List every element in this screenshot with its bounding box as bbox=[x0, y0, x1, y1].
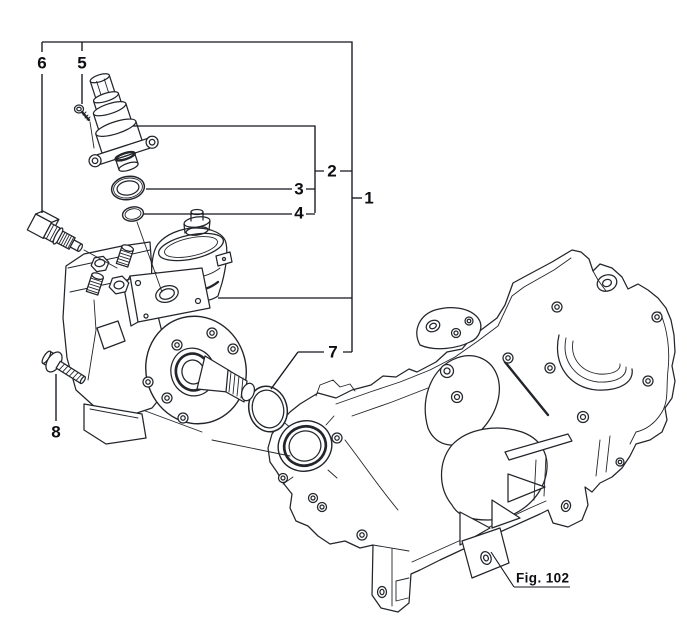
callout-7: 7 bbox=[328, 343, 337, 362]
pump-flange bbox=[142, 315, 247, 425]
callout-labels: 1 2 3 4 5 6 7 8 Fig. 102 bbox=[37, 54, 569, 586]
callout-3: 3 bbox=[294, 180, 303, 199]
o-ring-7-part bbox=[247, 385, 289, 433]
bottom-rail-and-gussets bbox=[411, 433, 611, 563]
sensor-6-part bbox=[26, 210, 118, 269]
kidney-boss bbox=[416, 307, 482, 379]
bracket-2 bbox=[133, 125, 316, 213]
callout-8: 8 bbox=[51, 423, 60, 442]
callout-2: 2 bbox=[327, 162, 336, 181]
top-lug-boss bbox=[592, 270, 618, 292]
sensor-axis-line bbox=[83, 249, 118, 269]
figure-label: Fig. 102 bbox=[516, 571, 569, 586]
o-ring-4-part bbox=[121, 206, 145, 222]
pump-shaft bbox=[196, 355, 256, 403]
fig-leader bbox=[490, 551, 570, 588]
callout-5: 5 bbox=[77, 54, 86, 73]
oring4-axis-line bbox=[136, 221, 163, 293]
gear-case bbox=[267, 249, 676, 613]
leader-7 bbox=[270, 351, 352, 390]
pump-bore bbox=[277, 415, 338, 485]
bracket-1 bbox=[42, 41, 353, 352]
injection-pump bbox=[62, 208, 256, 445]
bolt-8-part bbox=[41, 350, 86, 385]
washer-3-part bbox=[110, 175, 146, 201]
callout-1: 1 bbox=[364, 189, 373, 208]
right-flange-inner-line bbox=[629, 311, 670, 445]
mounting-axis-lines bbox=[139, 408, 291, 457]
scv-valve bbox=[88, 73, 159, 172]
case-bolt-holes bbox=[277, 301, 663, 541]
callout-lines bbox=[41, 41, 570, 588]
crank-seal-arcs bbox=[557, 334, 633, 391]
pump-top-fittings bbox=[85, 244, 135, 296]
screw-5-part bbox=[73, 104, 95, 149]
pump-scv-mount-plate bbox=[123, 267, 211, 327]
callout-4: 4 bbox=[294, 204, 304, 223]
callout-6: 6 bbox=[37, 54, 46, 73]
pump-side-recess bbox=[96, 320, 126, 350]
pump-bottom-bracket bbox=[83, 403, 147, 445]
gear-case-arm-ribs bbox=[315, 257, 572, 511]
case-feet bbox=[372, 499, 572, 607]
